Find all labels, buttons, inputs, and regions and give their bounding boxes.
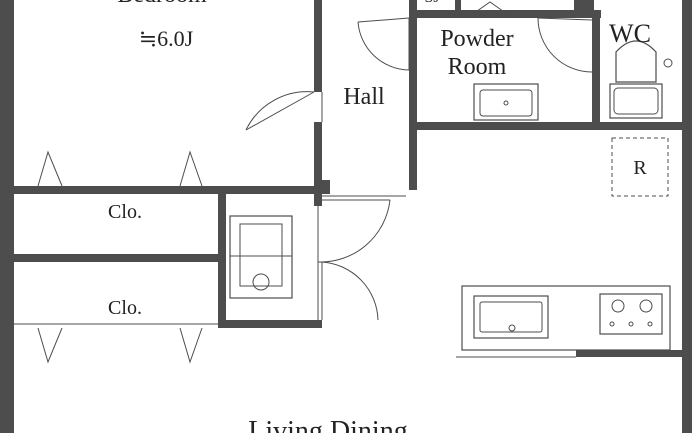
living-dining-label: Living Dining bbox=[248, 416, 407, 433]
wall-hall-right bbox=[409, 12, 417, 190]
wall-kitchen-bottom bbox=[576, 350, 692, 357]
wall-top-stub-1 bbox=[409, 0, 417, 18]
wall-top-stub-3 bbox=[588, 0, 594, 18]
wall-top-stub-2 bbox=[455, 0, 461, 18]
powder-label-line2: Room bbox=[448, 54, 507, 80]
wall-bedroom-right-upper bbox=[314, 0, 322, 92]
refrigerator-label: R bbox=[633, 157, 647, 179]
closet-doors bbox=[37, 150, 203, 364]
closet-door-upper-right bbox=[179, 150, 203, 187]
wall-wc-box bbox=[574, 0, 588, 10]
wall-left-exterior bbox=[0, 0, 14, 433]
bedroom-label: Bedroom bbox=[117, 0, 207, 8]
refrigerator-space bbox=[611, 137, 669, 197]
wall-utility-bottom bbox=[218, 320, 322, 328]
wall-top-band bbox=[409, 10, 601, 18]
closet-door-lower-right bbox=[179, 327, 203, 364]
partitions bbox=[14, 92, 576, 358]
washer-icon bbox=[229, 215, 293, 299]
bedroom-size: ≒6.0J bbox=[139, 26, 194, 51]
fixtures bbox=[229, 40, 673, 351]
wall-utility-top bbox=[220, 186, 318, 194]
closet-door-upper-left bbox=[37, 150, 63, 187]
stove-icon bbox=[599, 293, 663, 335]
closet-upper-label: Clo. bbox=[108, 201, 142, 223]
wc-label: WC bbox=[609, 19, 651, 48]
labels: Bedroom ≒6.0J SJ Hall Powder Room WC R C… bbox=[108, 0, 651, 433]
wall-powder-bottom bbox=[409, 122, 692, 130]
closet-door-lower-left bbox=[37, 327, 63, 364]
wall-utility-left bbox=[218, 186, 226, 328]
kitchen-counter bbox=[461, 285, 671, 351]
toilet-icon bbox=[609, 40, 673, 119]
wall-right-exterior bbox=[682, 0, 692, 433]
wall-corridor-stub bbox=[322, 180, 330, 194]
wall-powder-right bbox=[592, 12, 600, 124]
doors bbox=[245, 1, 593, 321]
top-partial-label: SJ bbox=[424, 0, 439, 6]
sink-icon bbox=[473, 83, 539, 121]
wall-bedroom-right-lower bbox=[314, 122, 322, 188]
closet-lower-label: Clo. bbox=[108, 297, 142, 319]
powder-label-line1: Powder bbox=[440, 26, 513, 52]
hall-label: Hall bbox=[343, 84, 385, 110]
